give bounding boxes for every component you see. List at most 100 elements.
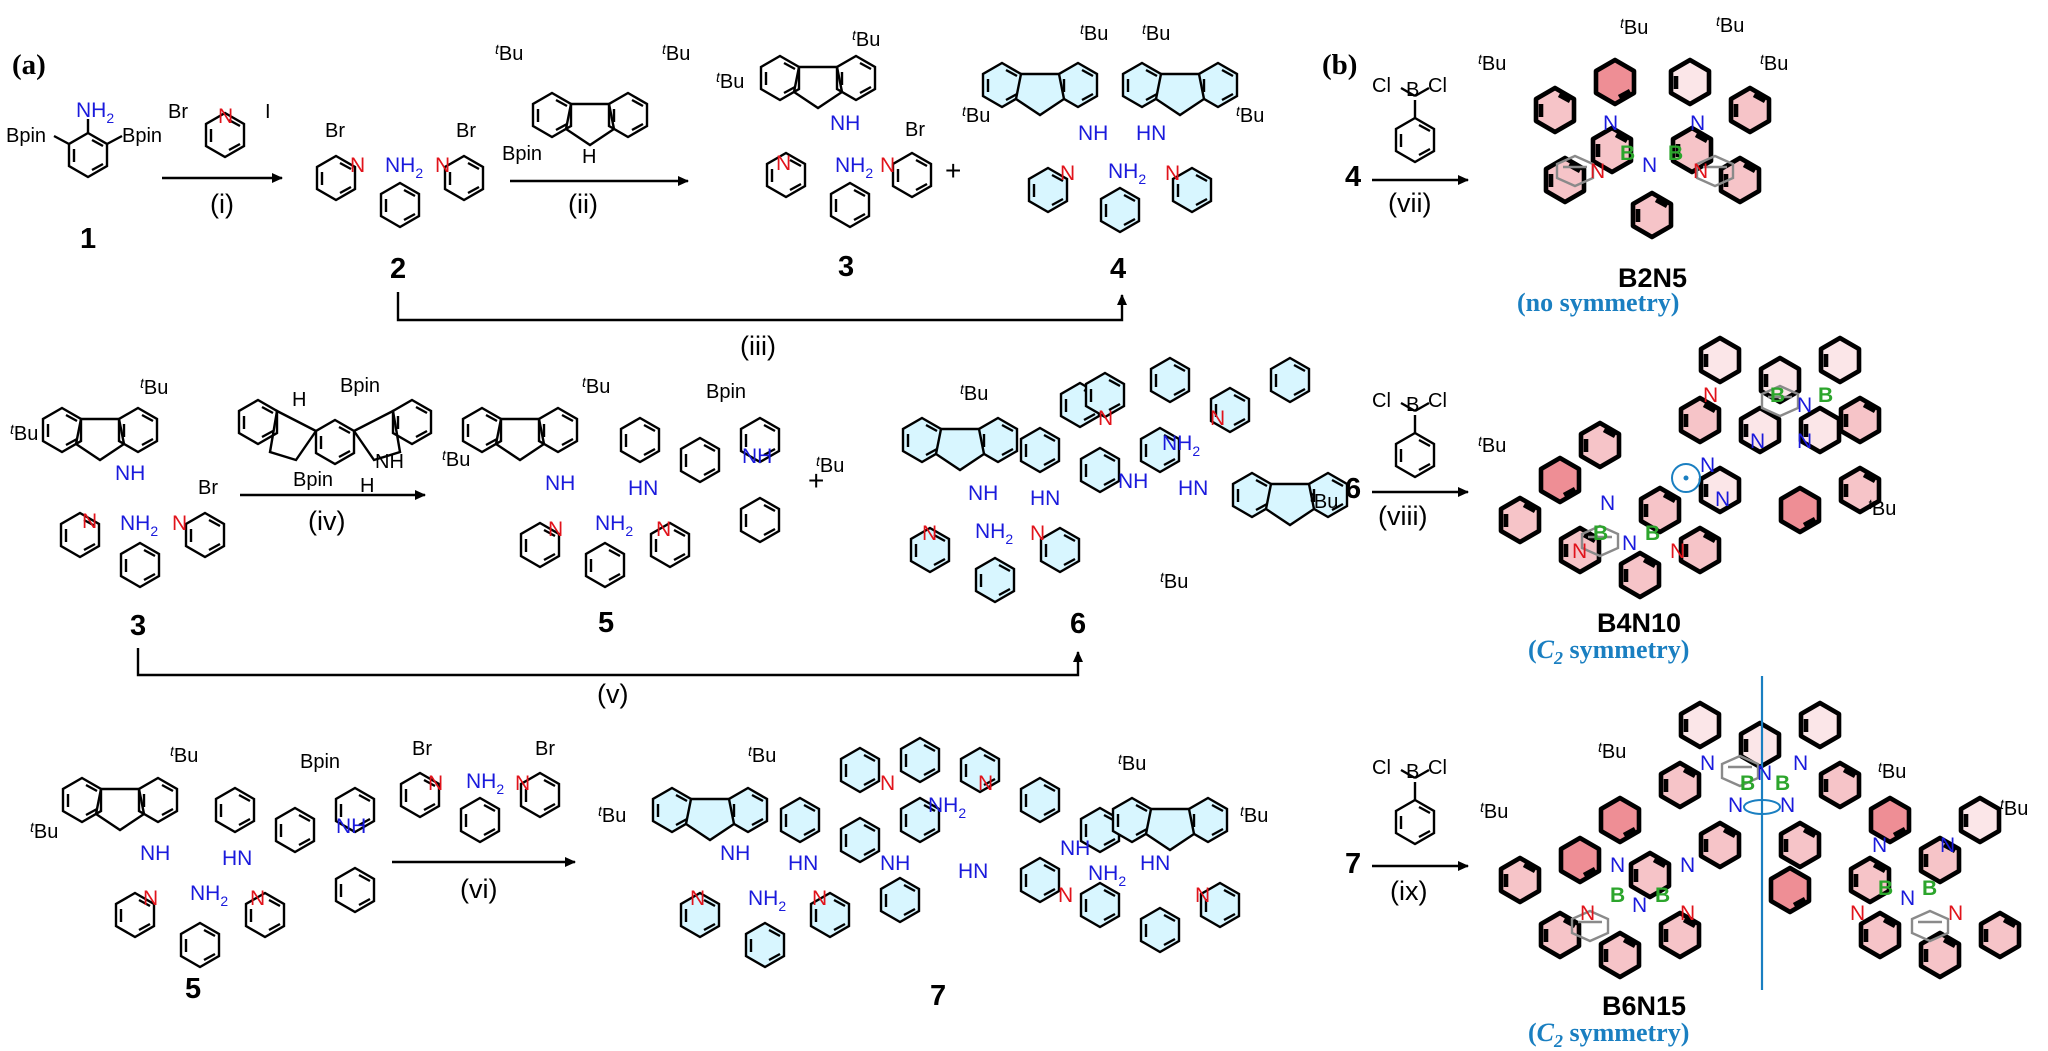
c4-tbu-4: tBu	[1236, 103, 1264, 127]
c7-n-3: N	[880, 772, 895, 795]
reagent-carbazole-bpin	[533, 93, 647, 145]
b4n10-n-1: N	[1703, 384, 1718, 407]
c3b-nh: NH	[115, 462, 145, 485]
c2-br-left: Br	[325, 120, 345, 142]
c4-tbu-2: tBu	[1142, 21, 1170, 45]
c5-nh: NH	[545, 472, 575, 495]
c5-nh2: NH2	[595, 512, 633, 539]
compound-4-structure	[983, 63, 1237, 234]
b4n10-symmetry: (C2 symmetry)	[1528, 635, 1689, 668]
rii-tbu-right: tBu	[662, 41, 690, 65]
step-iv-label: (iv)	[308, 506, 345, 536]
r1-b: B	[1406, 79, 1419, 101]
compound-3b-label: 3	[130, 610, 146, 642]
compound-3-label: 3	[838, 251, 854, 283]
c5b-n-left: N	[143, 887, 158, 910]
c4-nh2: NH2	[1108, 160, 1146, 187]
b6n15-b-1: B	[1740, 772, 1755, 795]
b6n15-tbu-left: tBu	[1480, 799, 1508, 823]
riv-bpin-top: Bpin	[340, 375, 380, 397]
b6n15-tbu-top-left: tBu	[1598, 739, 1626, 763]
b6n15-b-6: B	[1922, 877, 1937, 900]
c4-tbu-1: tBu	[1080, 21, 1108, 45]
r3-cl-left: Cl	[1372, 757, 1391, 779]
c7-n-4: N	[978, 772, 993, 795]
compound-1-structure	[53, 119, 123, 179]
b2n5-tbu-top: tBu	[1620, 15, 1648, 39]
c3-br: Br	[905, 119, 925, 141]
b4n10-b-2: B	[1818, 384, 1833, 407]
b6n15-n-11: N	[1872, 834, 1887, 857]
c5-n-right: N	[656, 518, 671, 541]
rvi-nh2: NH2	[466, 770, 504, 797]
b6n15-n-13: N	[1940, 834, 1955, 857]
r2-cl-left: Cl	[1372, 390, 1391, 412]
b4n10-structure	[1501, 338, 1879, 597]
c5b-nh2: NH2	[190, 882, 228, 909]
b4n10-n-3: N	[1750, 430, 1765, 453]
c6-tbu-left: tBu	[816, 453, 844, 477]
arrow-step-v	[136, 648, 1083, 677]
c6-nh2-bottom: NH2	[975, 520, 1013, 547]
c4-tbu-3: tBu	[962, 103, 990, 127]
b2n5-symmetry: (no symmetry)	[1517, 288, 1679, 317]
step-ii-label: (ii)	[568, 189, 598, 219]
c3-nh2: NH2	[835, 154, 873, 181]
c7-nh-3: NH	[1060, 837, 1090, 860]
c5-hn: HN	[628, 477, 658, 500]
rii-tbu-left: tBu	[495, 41, 523, 65]
reagent-phbcl2-2	[1394, 401, 1436, 479]
b4n10-tbu-left: tBu	[1478, 433, 1506, 457]
compound-3b-structure	[43, 408, 226, 589]
b6n15-b-4: B	[1655, 884, 1670, 907]
c2-axis-dot-icon	[1683, 475, 1689, 481]
c5-tbu-left: tBu	[442, 447, 470, 471]
c7-hn-2: HN	[958, 860, 988, 883]
b6n15-n-2: N	[1757, 762, 1772, 785]
c6-tbu-top: tBu	[960, 381, 988, 405]
c5-nh-right: NH	[742, 445, 772, 468]
b2n5-tbu-top-right: tBu	[1716, 13, 1744, 37]
b6n15-b-5: B	[1878, 877, 1893, 900]
compound-7-label: 7	[930, 980, 946, 1012]
compound-5b-label: 5	[185, 973, 201, 1005]
c4-n-left: N	[1060, 162, 1075, 185]
c6-n-top-left: N	[1098, 407, 1113, 430]
c3-tbu-right: tBu	[852, 27, 880, 51]
b6n15-b-2: B	[1775, 772, 1790, 795]
riv-h-top: H	[292, 389, 306, 411]
compound-3-structure	[761, 56, 933, 229]
b6n15-n-6: N	[1610, 854, 1625, 877]
c5b-tbu-right: tBu	[170, 743, 198, 767]
compound-5b-structure	[63, 778, 376, 969]
c3b-tbu-left: tBu	[10, 421, 38, 445]
b6n15-n-5: N	[1780, 794, 1795, 817]
b2n5-n-1: N	[1603, 112, 1618, 135]
compound-6-label: 6	[1070, 608, 1086, 640]
b6n15-b-3: B	[1610, 884, 1625, 907]
c1-bpin-left: Bpin	[6, 125, 46, 147]
b6n15-tbu-top-right: tBu	[1878, 759, 1906, 783]
b2n5-tbu-right: tBu	[1760, 51, 1788, 75]
rvi-n-right: N	[515, 772, 530, 795]
step-vi-label: (vi)	[460, 874, 497, 904]
b6n15-n-1: N	[1700, 752, 1715, 775]
c2-n-right: N	[435, 154, 450, 177]
b6n15-tbu-right: tBu	[2000, 796, 2028, 820]
c7-tbu-top-left: tBu	[748, 743, 776, 767]
b6n15-n-15: N	[1948, 902, 1963, 925]
c6-tbu-right: tBu	[1310, 489, 1338, 513]
riv-bpin-bottom: Bpin	[293, 469, 333, 491]
plus-sign-1: +	[945, 155, 961, 186]
c5b-n-right: N	[250, 887, 265, 910]
c7-nh2-3: NH2	[1088, 862, 1126, 889]
c7-n-5: N	[1058, 884, 1073, 907]
c7-hn-1: HN	[788, 852, 818, 875]
ri-n: N	[218, 105, 233, 128]
c2-nh2: NH2	[385, 154, 423, 181]
c6-nh-1: NH	[968, 482, 998, 505]
b6n15-n-9: N	[1580, 902, 1595, 925]
r1-cl-left: Cl	[1372, 75, 1391, 97]
compound-1-label: 1	[80, 223, 96, 255]
